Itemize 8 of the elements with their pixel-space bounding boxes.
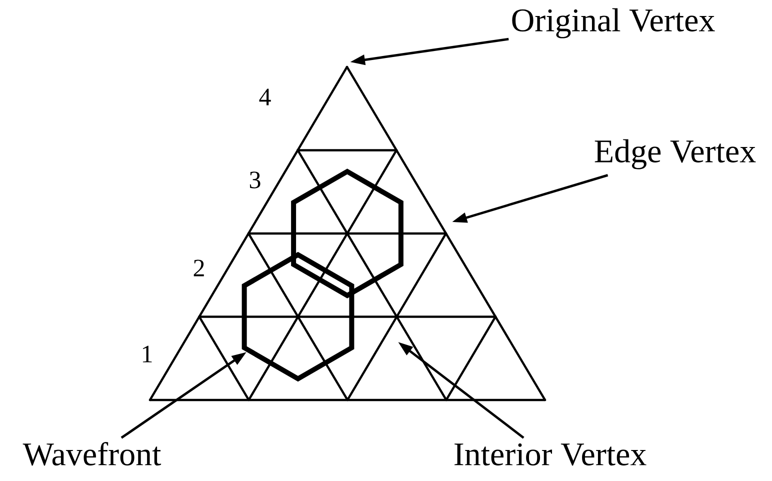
callout-text: Original Vertex <box>512 8 715 38</box>
callout-text: Interior Vertex <box>454 443 646 466</box>
callout-text: Edge Vertex <box>594 139 756 170</box>
row-number: 4 <box>259 88 271 106</box>
row-number: 2 <box>194 260 204 276</box>
row-number: 1 <box>142 346 152 362</box>
row-number: 3 <box>250 172 260 188</box>
callout-text: Wavefront <box>22 442 162 466</box>
